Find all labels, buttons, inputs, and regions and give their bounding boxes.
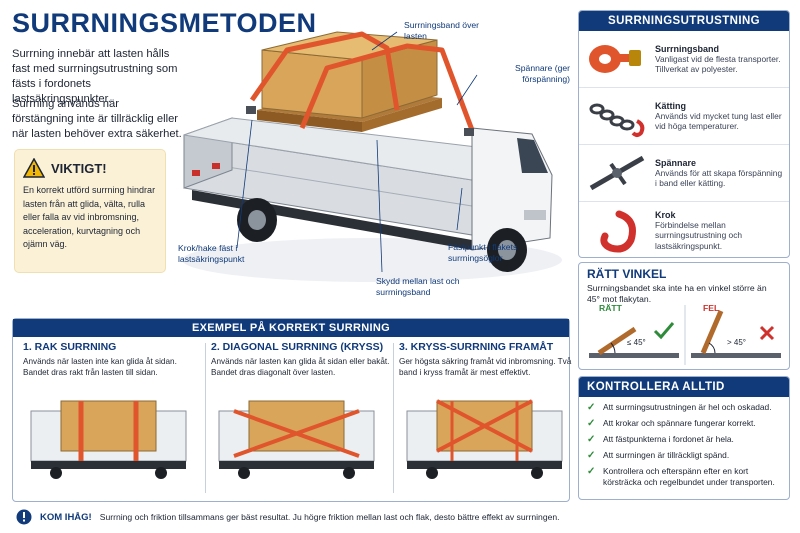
hook-icon <box>600 210 636 252</box>
example-cross-forward-illustration <box>406 399 563 479</box>
check-item-text: Kontrollera och efterspänn efter en kort… <box>603 466 775 487</box>
footer-text: Surrning och friktion tillsammans ger bä… <box>99 512 560 522</box>
check-icon: ✓ <box>587 418 596 429</box>
example-desc: Ger högsta säkring framåt vid inbromsnin… <box>399 357 572 377</box>
callout-protection: Skydd mellan last och surrningsband <box>376 276 460 297</box>
callout-hook: Krok/hake fäst i lastsäkringspunkt <box>178 243 245 264</box>
equipment-desc: Förbindelse mellan surrningsutrustning o… <box>655 219 743 251</box>
example-straight: 1. RAK SURRNING Används när lasten inte … <box>23 341 203 378</box>
equipment-desc: Används vid mycket tung last eller vid h… <box>655 110 782 132</box>
footer-note: KOM IHÅG! Surrning och friktion tillsamm… <box>12 506 570 528</box>
check-item-text: Att surrningen är tillräckligt spänd. <box>603 450 730 460</box>
equipment-desc: Används för att skapa förspänning i band… <box>655 167 783 189</box>
check-item: ✓ Att surrningsutrustningen är hel och os… <box>587 402 781 413</box>
equipment-panel: SURRNINGSUTRUSTNING Surrningsband Vanlig… <box>578 10 790 258</box>
equipment-item: Surrningsband Vanligast vid de flesta tr… <box>579 31 789 88</box>
check-item-text: Att krokar och spännare fungerar korrekt… <box>603 418 756 428</box>
example-desc: Används när lasten inte kan glida åt sid… <box>23 357 177 377</box>
tensioner-icon <box>589 155 645 191</box>
right-angle-panel: RÄTT VINKEL Surrningsbandet ska inte ha … <box>578 262 790 370</box>
bad-angle: > 45° <box>727 338 746 347</box>
check-heading: KONTROLLERA ALLTID <box>579 377 789 397</box>
check-panel: KONTROLLERA ALLTID ✓ Att surrningsutrustn… <box>578 376 790 500</box>
check-icon: ✓ <box>587 466 596 477</box>
right-angle-heading: RÄTT VINKEL <box>587 267 667 281</box>
callout-anchor: Fästpunkt i flakets surrningsöglor <box>448 242 518 263</box>
example-desc: Används när lasten kan glida åt sidan el… <box>211 357 390 377</box>
check-item: ✓ Att fästpunkterna i fordonet är hela. <box>587 434 781 445</box>
warning-box: VIKTIGT! En korrekt utförd surrning hind… <box>14 149 166 273</box>
chain-icon <box>589 103 645 137</box>
ok-angle: ≤ 45° <box>627 338 646 347</box>
check-item: ✓ Kontrollera och efterspänn efter en kor… <box>587 466 781 488</box>
warning-icon <box>23 158 45 178</box>
equipment-desc: Vanligast vid de flesta transporter. Til… <box>655 53 781 75</box>
equipment-name: Spännare <box>655 157 697 168</box>
equipment-heading: SURRNINGSUTRUSTNING <box>579 11 789 31</box>
angle-diagram <box>589 305 781 365</box>
warning-title: VIKTIGT! <box>51 160 107 176</box>
right-angle-text: Surrningsbandet ska inte ha en vinkel st… <box>587 283 767 304</box>
page-title: SURRNINGSMETODEN <box>12 8 317 38</box>
callout-tensioner: Spännare (ger förspänning) <box>515 63 570 84</box>
equipment-item: Spännare Används för att skapa förspänni… <box>579 145 789 202</box>
bad-label: FEL <box>703 303 720 313</box>
example-title: 2. DIAGONAL SURRNING (KRYSS) <box>211 341 384 353</box>
ok-label: RÄTT <box>599 303 622 313</box>
example-cross-forward: 3. KRYSS-SURRNING FRAMÅT Ger högsta säkr… <box>399 341 579 378</box>
check-item: ✓ Att surrningen är tillräckligt spänd. <box>587 450 781 461</box>
equipment-name: Kätting <box>655 100 686 111</box>
example-straight-illustration <box>30 400 187 479</box>
strap-icon <box>589 45 641 73</box>
examples-heading: EXEMPEL PÅ KORREKT SURRNING <box>13 319 569 337</box>
equipment-name: Surrningsband <box>655 43 720 54</box>
example-divider <box>205 343 206 493</box>
intro-paragraph-2: Surrning används när förstängning inte ä… <box>12 98 182 140</box>
warning-text: En korrekt utförd surrning hindrar laste… <box>23 185 156 249</box>
example-title: 1. RAK SURRNING <box>23 341 117 353</box>
equipment-item: Kätting Används vid mycket tung last ell… <box>579 88 789 145</box>
equipment-name: Krok <box>655 209 676 220</box>
info-icon <box>16 509 32 525</box>
check-item: ✓ Att krokar och spännare fungerar korrek… <box>587 418 781 429</box>
example-diagonal: 2. DIAGONAL SURRNING (KRYSS) Används när… <box>211 341 391 378</box>
check-icon: ✓ <box>587 450 596 461</box>
example-title: 3. KRYSS-SURRNING FRAMÅT <box>399 341 554 353</box>
callout-band: Surrningsband över lasten <box>404 20 480 41</box>
example-diagonal-illustration <box>218 400 375 479</box>
check-icon: ✓ <box>587 434 596 445</box>
truck-illustration <box>182 31 562 282</box>
equipment-item: Krok Förbindelse mellan surrningsutrustn… <box>579 202 789 257</box>
examples-section: EXEMPEL PÅ KORREKT SURRNING 1. RAK SURRN… <box>12 318 571 502</box>
footer-key: KOM IHÅG! <box>40 511 92 523</box>
check-item-text: Att fästpunkterna i fordonet är hela. <box>603 434 734 444</box>
check-icon: ✓ <box>587 402 596 413</box>
intro-paragraph-1: Surrning innebär att lasten hålls fast m… <box>12 48 178 105</box>
check-item-text: Att surrningsutrustningen är hel och osk… <box>603 402 772 412</box>
example-divider <box>393 343 394 493</box>
